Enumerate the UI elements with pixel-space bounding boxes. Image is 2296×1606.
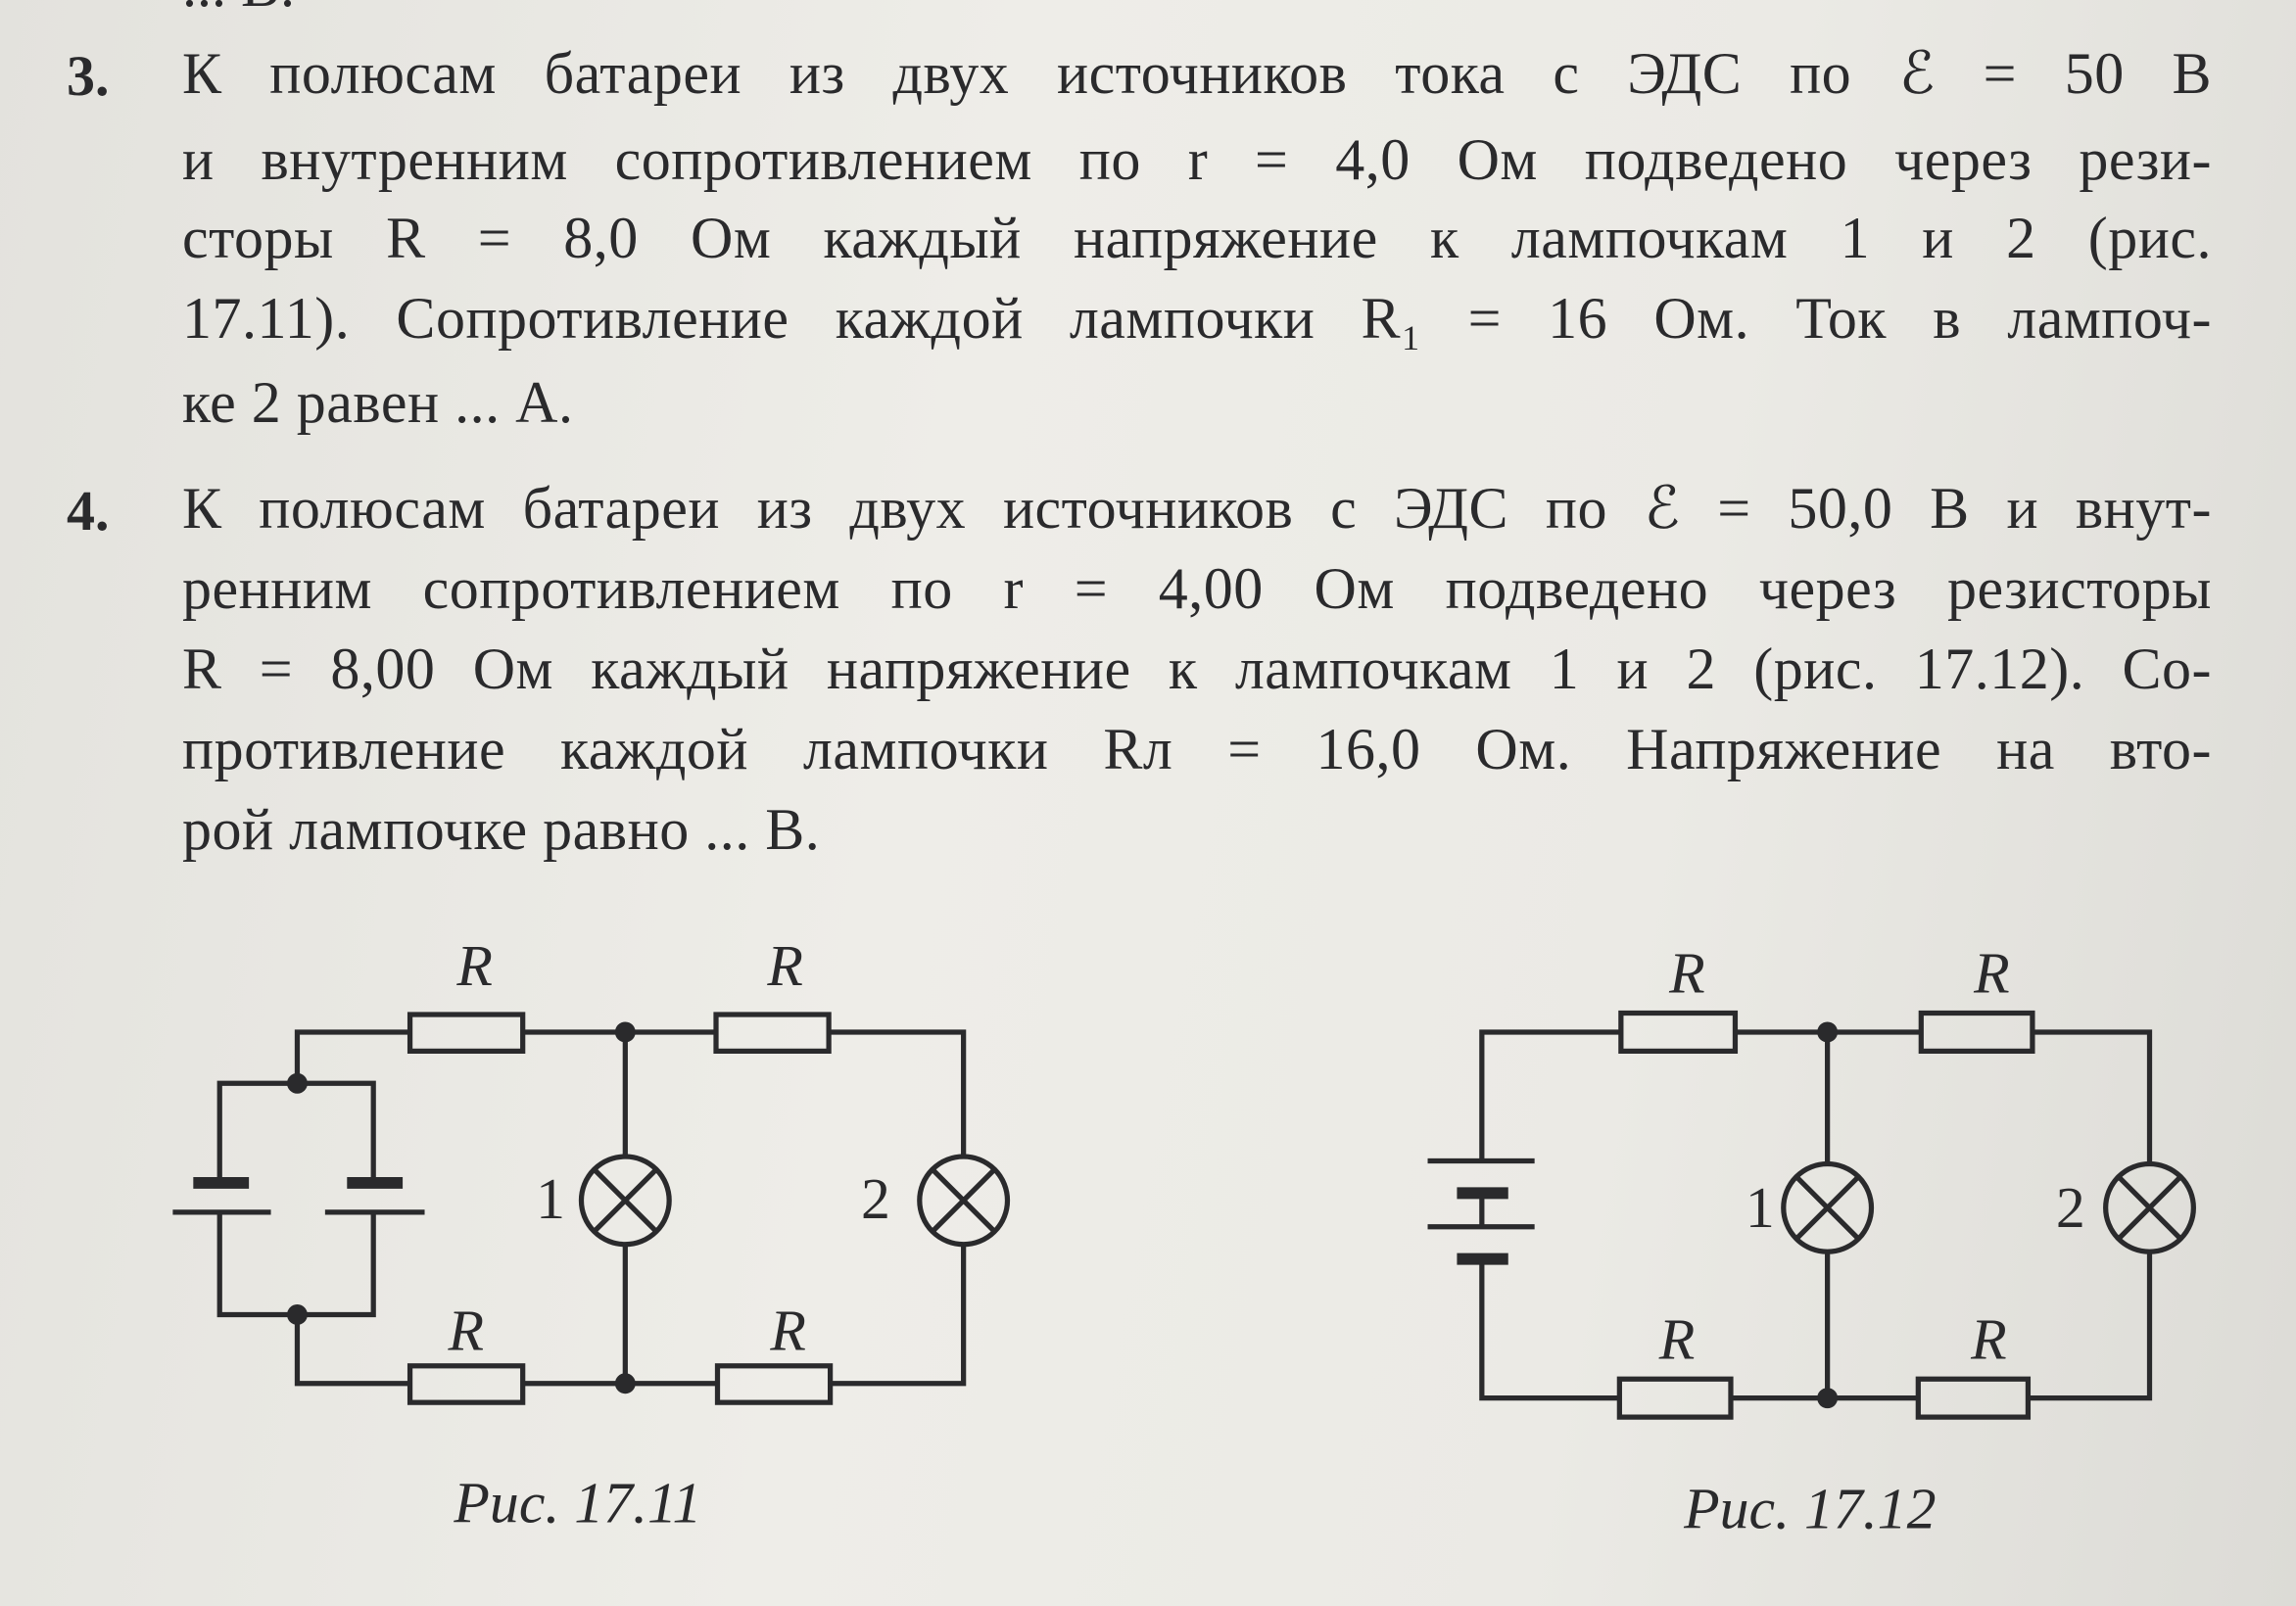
- lamp-icon: [1781, 1160, 1875, 1254]
- resistor: [713, 1012, 832, 1055]
- previous-problem-tail: ... В.: [182, 0, 295, 21]
- resistor-label: R: [1668, 941, 1705, 1006]
- problem-3-line: и внутренним сопротивлением по r = 4,0 О…: [182, 127, 2212, 192]
- resistor: [407, 1363, 526, 1405]
- resistor: [1618, 1010, 1739, 1055]
- problem-4-line: ренним сопротивлением по r = 4,00 Ом под…: [182, 556, 2212, 621]
- problem-3-line: К полюсам батареи из двух источников ток…: [182, 41, 2212, 106]
- problem-3-number: 3.: [67, 44, 110, 108]
- problem-3-line: ке 2 равен ... А.: [182, 370, 574, 435]
- resistor-label: R: [769, 1298, 806, 1362]
- battery-icon: [1427, 1157, 1535, 1265]
- lamp-2-label: 2: [861, 1166, 890, 1231]
- problem-4-line: противление каждой лампочки Rл = 16,0 Ом…: [182, 717, 2212, 781]
- resistor-label: R: [766, 933, 803, 998]
- battery-icon: [324, 1176, 425, 1215]
- problem-4-number: 4.: [67, 479, 110, 543]
- resistor: [407, 1012, 526, 1055]
- resistor: [1918, 1010, 2035, 1055]
- battery-icon: [172, 1176, 271, 1215]
- problem-3-line: 17.11). Сопротивление каждой лампочки R₁…: [182, 286, 2212, 351]
- problem-4-line: R = 8,00 Ом каждый напряжение к лампочка…: [182, 637, 2212, 701]
- problem-4-line: К полюсам батареи из двух источников с Э…: [182, 476, 2212, 541]
- lamp-1-label: 1: [536, 1166, 565, 1231]
- circuit-17-11: [172, 1012, 1011, 1405]
- resistor-label: R: [1973, 941, 2010, 1006]
- lamp-1-label: 1: [1746, 1175, 1775, 1240]
- lamp-2-label: 2: [2056, 1175, 2085, 1240]
- problem-4-line: рой лампочке равно ... В.: [182, 797, 821, 862]
- resistor-label: R: [447, 1298, 484, 1362]
- figure-caption: Рис. 17.12: [1683, 1477, 1936, 1541]
- resistor: [1915, 1376, 2032, 1420]
- problem-3-line: сторы R = 8,0 Ом каждый напряжение к лам…: [182, 206, 2212, 270]
- lamp-icon: [2103, 1160, 2196, 1254]
- lamp-icon: [917, 1154, 1011, 1248]
- figure-caption: Рис. 17.11: [453, 1471, 701, 1535]
- resistor: [714, 1363, 834, 1405]
- resistor-label: R: [1970, 1306, 2007, 1371]
- resistor-label: R: [1658, 1306, 1696, 1371]
- lamp-icon: [578, 1154, 672, 1248]
- resistor-label: R: [455, 933, 493, 998]
- resistor: [1616, 1376, 1734, 1420]
